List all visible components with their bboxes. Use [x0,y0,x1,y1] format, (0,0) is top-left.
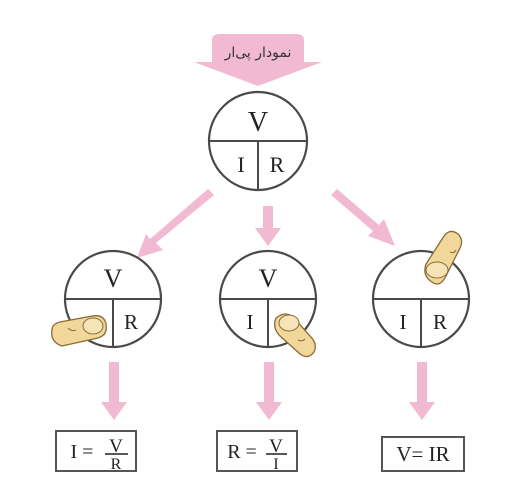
top-circle-v: V [248,107,268,138]
case1-right-label: R [124,310,138,334]
case3-right-label: R [433,310,447,334]
top-circle: V I R [207,90,309,192]
formula1-denominator: R [111,456,122,473]
arrow-down-1 [101,362,127,420]
formula-arrows [101,362,435,420]
formula-box-1: I = V R [55,430,137,473]
top-circle-i: I [237,152,244,177]
case-circle-1: V R [51,249,163,349]
case1-top-label: V [104,264,123,293]
top-circle-r: R [270,152,285,177]
arrow-left [137,189,214,258]
case-circle-3: I R [371,230,471,349]
case2-top-label: V [259,264,278,293]
arrow-down-3 [409,362,435,420]
finger-icon [424,230,463,285]
formula2-denominator: I [273,456,278,473]
formula1-numerator: V [109,436,123,457]
finger-icon [51,315,107,347]
header-label: نمودار پی‌ار [224,45,292,61]
arrow-middle [255,206,281,246]
formula1-lhs: I = [71,441,94,463]
formula2-lhs: R = [227,441,257,463]
header-arrow: نمودار پی‌ار [194,34,322,86]
formula-box-3: V= IR [381,436,465,472]
case2-left-label: I [247,310,254,334]
finger-icon [274,313,316,358]
formula3-text: V= IR [396,442,449,466]
formula-box-2: R = V I [216,430,298,473]
arrow-down-2 [256,362,282,420]
case3-left-label: I [400,310,407,334]
arrow-right [331,189,395,246]
branch-arrows [137,189,395,258]
formula2-numerator: V [269,436,283,457]
case-circle-2: V I [218,249,318,358]
